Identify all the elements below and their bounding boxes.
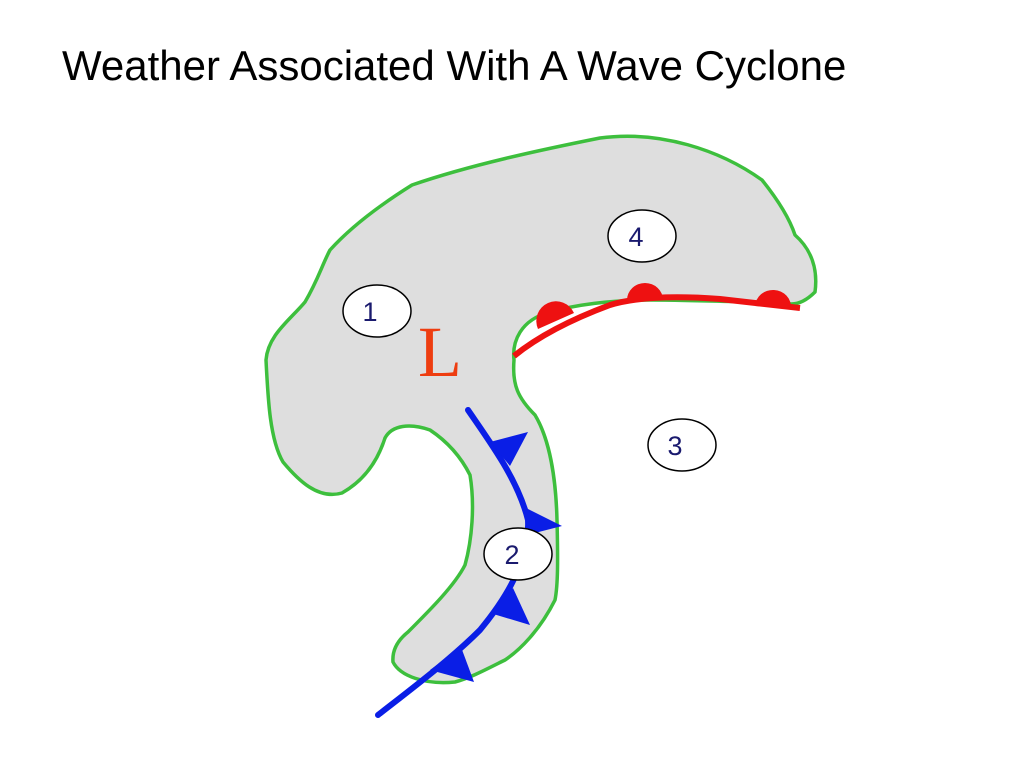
warm-front-semicircle [627, 283, 663, 300]
region-marker-label: 1 [362, 297, 377, 327]
region-marker-3: 3 [647, 418, 717, 472]
region-marker-label: 4 [628, 222, 643, 252]
warm-front [512, 283, 801, 359]
page-title: Weather Associated With A Wave Cyclone [62, 42, 847, 89]
cold-front-triangle [490, 588, 530, 625]
warm-front-semicircle [755, 289, 792, 308]
region-marker-2: 2 [483, 527, 553, 581]
region-marker-oval [607, 209, 677, 263]
cold-front-triangle [430, 647, 474, 682]
region-marker-label: 2 [504, 540, 519, 570]
region-marker-oval [647, 418, 717, 472]
region-marker-oval [342, 284, 412, 338]
region-marker-4: 4 [607, 209, 677, 263]
region-marker-1: 1 [342, 284, 412, 338]
cold-front-triangle [490, 432, 528, 466]
region-marker-label: 3 [667, 431, 682, 461]
cold-front-triangle [524, 507, 562, 535]
warm-front-semicircle [536, 301, 574, 329]
warm-front-line [512, 294, 801, 359]
cloud-region [264, 134, 818, 685]
region-marker-oval [483, 527, 553, 581]
low-pressure-label: L [418, 312, 462, 392]
